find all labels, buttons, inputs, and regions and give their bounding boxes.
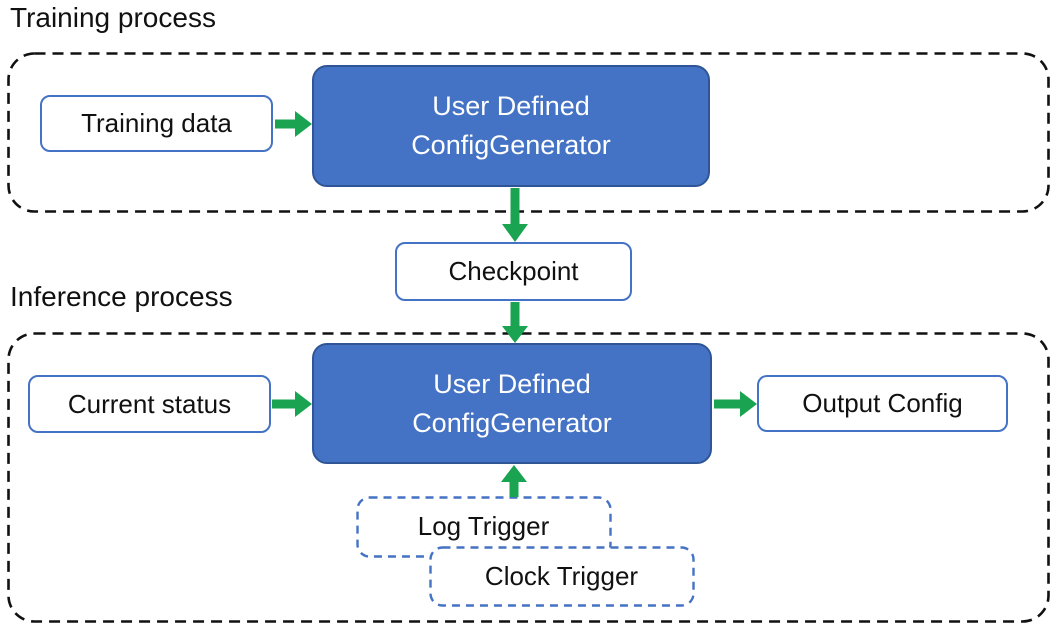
- inference-generator-line1: User Defined: [433, 368, 591, 399]
- inference-process-label: Inference process: [10, 281, 233, 312]
- inference-generator-line2: ConfigGenerator: [412, 407, 612, 438]
- training-generator-line2: ConfigGenerator: [411, 130, 611, 160]
- log-trigger-border: [356, 496, 612, 558]
- arrow-generator-to-checkpoint: [502, 188, 528, 242]
- log-trigger-box: Log Trigger: [417, 511, 550, 541]
- arrow-checkpoint-to-inference-generator: [502, 302, 528, 343]
- output-config-box: Output Config: [757, 375, 1008, 432]
- training-generator-box: User Defined ConfigGenerator: [312, 65, 710, 187]
- arrow-training-data-to-generator: [275, 111, 312, 137]
- inference-generator-box: User Defined ConfigGenerator: [312, 343, 712, 464]
- arrow-triggers-to-generator: [501, 465, 527, 497]
- training-process-label: Training process: [10, 2, 216, 33]
- training-container-border: [7, 52, 1050, 213]
- arrow-generator-to-output-config: [714, 391, 757, 417]
- checkpoint-box: Checkpoint: [395, 242, 632, 301]
- inference-container-border: [7, 332, 1050, 623]
- arrow-current-status-to-generator: [272, 391, 312, 417]
- training-generator-line1: User Defined: [432, 91, 590, 121]
- training-data-box: Training data: [40, 95, 273, 152]
- current-status-box: Current status: [28, 375, 271, 433]
- clock-trigger-border: [429, 546, 695, 607]
- clock-trigger-box: Clock Trigger: [484, 560, 639, 591]
